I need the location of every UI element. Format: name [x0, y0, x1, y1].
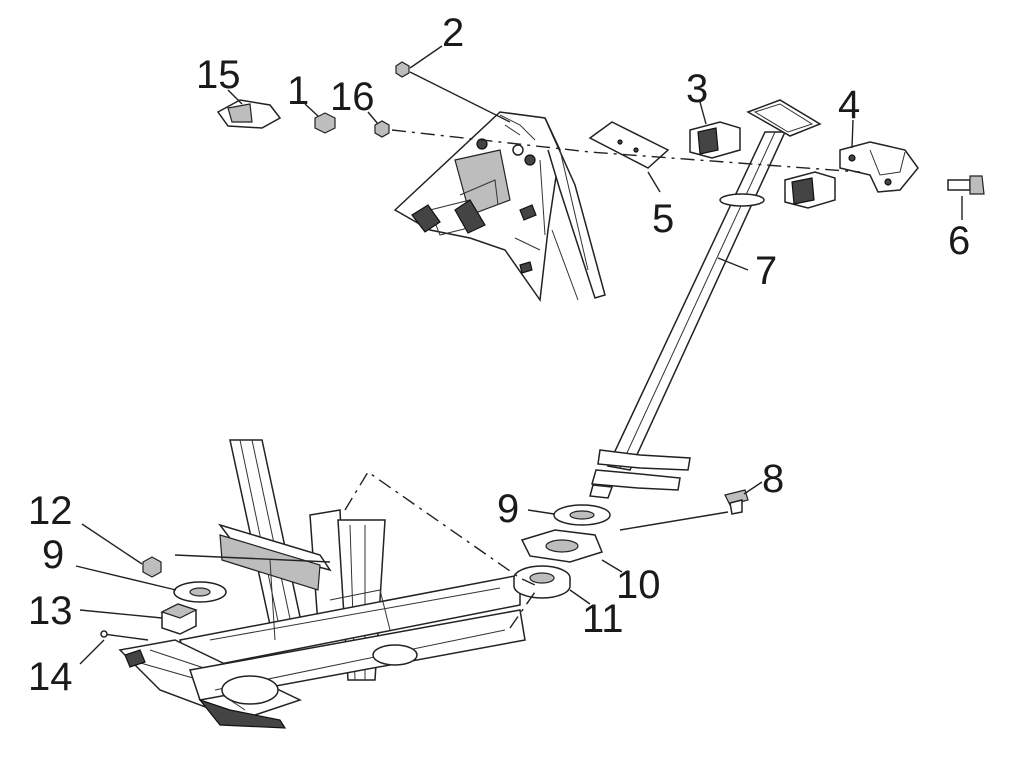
callout-7: 7 — [755, 249, 777, 293]
callout-labels: 1 2 3 4 5 6 7 8 9 10 11 12 9 13 14 15 16 — [28, 11, 970, 699]
callout-9-upper: 9 — [497, 487, 519, 531]
part-15-cover — [216, 99, 282, 129]
part-1-nut — [314, 112, 336, 134]
upper-frame-bracket — [393, 111, 606, 303]
callout-1: 1 — [287, 69, 309, 113]
callout-4: 4 — [838, 83, 860, 127]
callout-14: 14 — [28, 655, 73, 699]
callout-11: 11 — [582, 597, 624, 641]
part-5-plate — [588, 121, 670, 169]
callout-5: 5 — [652, 197, 674, 241]
part-6-bolt — [947, 175, 985, 195]
callout-15: 15 — [196, 53, 241, 97]
callout-3: 3 — [686, 67, 708, 111]
part-3-bushing — [689, 121, 836, 209]
part-14-cotter-pin — [100, 630, 149, 641]
callout-10: 10 — [616, 563, 661, 607]
part-2-nut — [395, 61, 410, 78]
part-11-bearing — [513, 565, 571, 599]
callout-9-lower: 9 — [42, 533, 64, 577]
part-4-clamp — [839, 141, 919, 193]
part-12-nut — [142, 556, 162, 578]
part-8-bolt — [724, 489, 749, 515]
lower-frame-assembly — [118, 439, 526, 729]
callout-13: 13 — [28, 589, 73, 633]
part-10-bearing-plate — [520, 529, 604, 563]
callout-12: 12 — [28, 489, 73, 533]
callout-16: 16 — [330, 75, 375, 119]
part-16-nut — [374, 120, 390, 138]
part-9-washer-upper — [553, 504, 611, 526]
leader-lines — [75, 45, 963, 665]
part-13-nut — [160, 603, 198, 635]
callout-8: 8 — [762, 457, 784, 501]
callout-2: 2 — [442, 11, 464, 55]
steering-column-shaft — [589, 99, 822, 499]
callout-6: 6 — [948, 219, 970, 263]
part-9-washer-lower — [173, 581, 227, 603]
